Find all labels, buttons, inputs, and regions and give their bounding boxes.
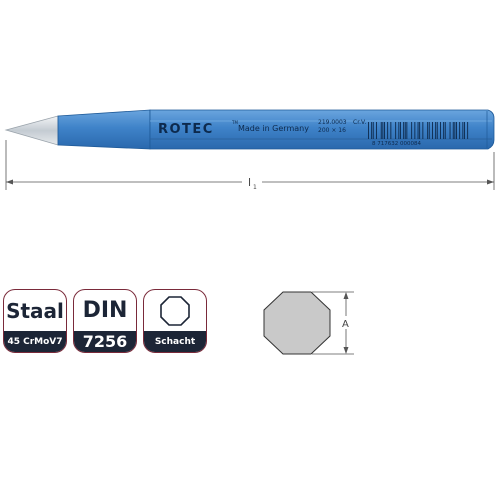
width-label-gap xyxy=(340,316,352,329)
barcode-bar xyxy=(432,122,433,139)
octagon-cross-section xyxy=(263,291,331,355)
barcode-bar xyxy=(419,122,421,139)
barcode-bar xyxy=(368,122,369,139)
length-subscript: 1 xyxy=(253,184,257,191)
length-label: l xyxy=(248,176,251,189)
article-number-text: 219.0003 xyxy=(318,119,347,126)
barcode-bar xyxy=(456,122,457,139)
chisel-tip xyxy=(4,115,59,146)
barcode-bar xyxy=(427,122,429,139)
chisel-taper xyxy=(57,109,151,150)
barcode xyxy=(368,122,469,139)
made-in-text: Made in Germany xyxy=(238,124,309,133)
barcode-bar xyxy=(443,122,445,139)
din-title: DIN xyxy=(82,298,128,323)
barcode-bar xyxy=(387,122,389,139)
barcode-bar xyxy=(380,122,382,139)
barcode-bar xyxy=(384,122,385,139)
barcode-bar xyxy=(372,122,374,139)
barcode-bar xyxy=(440,122,441,139)
cross-section-drawing: A xyxy=(263,291,354,355)
width-arrow-top xyxy=(343,292,349,299)
barcode-bar xyxy=(406,122,408,139)
barcode-bar xyxy=(376,122,377,139)
barcode-bar xyxy=(395,122,397,139)
width-arrow-bottom xyxy=(343,347,349,354)
din-badge: DIN 7256 xyxy=(73,289,137,353)
barcode-bar xyxy=(459,122,461,139)
shank-badge: Schacht xyxy=(143,289,207,353)
barcode-bar xyxy=(436,122,438,139)
octagon-shank-icon xyxy=(160,295,190,326)
barcode-bar xyxy=(452,122,454,139)
barcode-bar xyxy=(411,122,413,139)
dimension-arrow-right xyxy=(487,179,494,185)
barcode-bar xyxy=(414,122,416,139)
barcode-bar xyxy=(404,122,406,139)
steel-code-text: Cr.V. xyxy=(353,119,366,126)
barcode-bar xyxy=(400,122,401,139)
material-badge: Staal 45 CrMoV7 xyxy=(3,289,67,353)
barcode-bar xyxy=(428,122,430,139)
barcode-bar xyxy=(462,122,464,139)
barcode-bar xyxy=(398,122,400,139)
brand-logo: ROTEC xyxy=(158,122,214,137)
material-subtitle: 45 CrMoV7 xyxy=(4,331,66,352)
barcode-digits: 8 717632 000084 xyxy=(372,141,421,147)
dimension-label-gap xyxy=(242,172,262,188)
barcode-bar xyxy=(464,122,465,139)
material-title: Staal xyxy=(6,298,64,323)
barcode-bar xyxy=(454,122,456,139)
dimension-arrow-left xyxy=(6,179,13,185)
barcode-bar xyxy=(444,122,446,139)
barcode-bar xyxy=(382,122,384,139)
din-number: 7256 xyxy=(74,331,136,352)
shank-subtitle: Schacht xyxy=(144,331,206,352)
chisel-drawing: ROTEC TM Made in Germany 219.0003 Cr.V. … xyxy=(4,109,495,191)
barcode-bar xyxy=(435,122,437,139)
barcode-bar xyxy=(449,122,451,139)
width-label: A xyxy=(342,319,349,330)
barcode-bar xyxy=(371,122,373,139)
barcode-bar xyxy=(467,122,469,139)
barcode-bar xyxy=(403,122,405,139)
barcode-bar xyxy=(422,122,424,139)
barcode-bar xyxy=(417,122,419,139)
brand-trademark: TM xyxy=(231,120,238,125)
barcode-bar xyxy=(390,122,392,139)
size-code-text: 200 × 16 xyxy=(318,127,346,134)
